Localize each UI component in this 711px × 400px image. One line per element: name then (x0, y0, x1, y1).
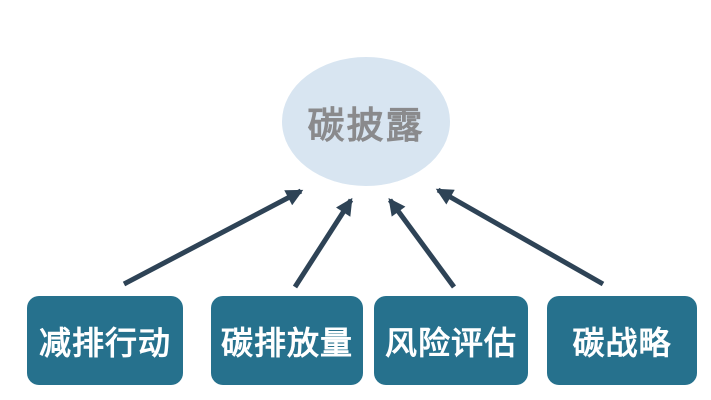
arrow-from-carbon-strategy (435, 187, 605, 287)
node-label: 碳排放量 (220, 324, 353, 361)
node-box-carbon-emissions: 碳排放量 (211, 296, 363, 385)
center-node-label: 碳披露 (307, 104, 425, 146)
center-node-carbon-disclosure: 碳披露 (282, 57, 450, 186)
node-box-carbon-strategy: 碳战略 (547, 296, 697, 385)
arrow-from-risk-assessment (387, 197, 457, 289)
node-label: 减排行动 (38, 324, 171, 361)
node-box-reduction-actions: 减排行动 (27, 296, 183, 385)
node-label: 风险评估 (384, 324, 517, 361)
arrow-from-carbon-emissions (292, 197, 354, 289)
arrow-from-reduction-actions (122, 188, 304, 287)
node-label: 碳战略 (572, 324, 672, 361)
node-box-risk-assessment: 风险评估 (374, 296, 528, 385)
